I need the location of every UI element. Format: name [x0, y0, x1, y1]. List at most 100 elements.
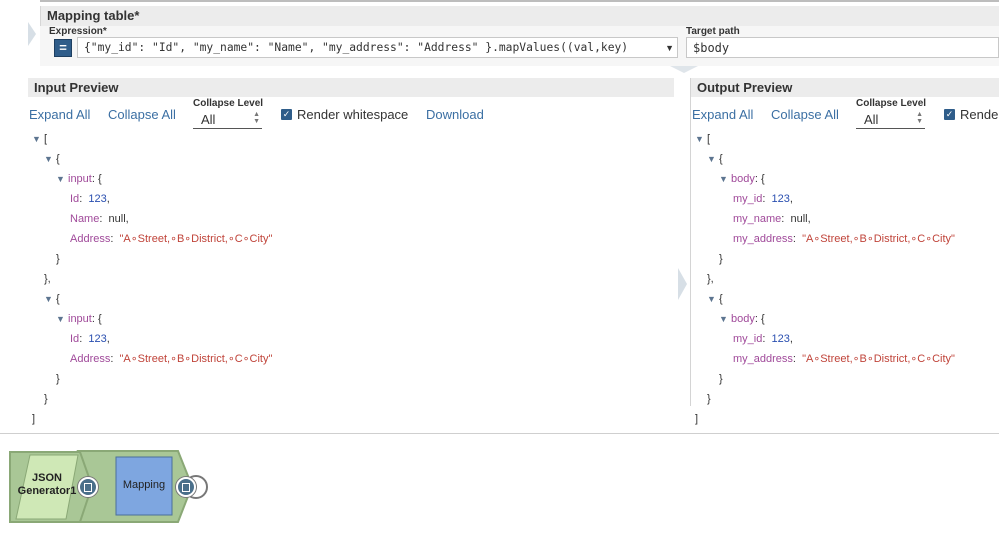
- top-divider: [40, 0, 999, 2]
- object-open: {▼: [44, 150, 60, 168]
- output-preview-title: Output Preview: [697, 80, 793, 95]
- object-close: }: [719, 253, 723, 265]
- json-field: my_id: 123,: [733, 193, 793, 205]
- expression-label: Expression*: [49, 26, 107, 37]
- mapping-snap-icon[interactable]: [115, 456, 173, 516]
- field-key: Id: [70, 333, 80, 345]
- object-close: }: [719, 373, 723, 385]
- output-expand-all-link[interactable]: Expand All: [692, 107, 754, 122]
- field-key: my_id: [733, 193, 763, 205]
- snap-settings-panel: Mapping table* Expression* = {"my_id": "…: [0, 0, 999, 434]
- input-preview-header: Input Preview: [28, 78, 674, 97]
- chevron-down-icon[interactable]: ▼: [665, 43, 674, 53]
- json-field: my_address: "A∘Street,∘B∘District,∘C∘Cit…: [733, 353, 955, 365]
- target-path-text: $body: [693, 41, 730, 55]
- expand-toggle-icon[interactable]: ▼: [56, 174, 65, 184]
- output-collapse-level-value: All: [864, 112, 879, 127]
- target-path-input[interactable]: $body: [686, 37, 999, 58]
- array-open: [▼: [32, 130, 47, 148]
- input-preview-title: Input Preview: [34, 80, 119, 95]
- mapping-row: Expression* = {"my_id": "Id", "my_name":…: [40, 26, 999, 66]
- json-field: Name: null,: [70, 213, 129, 225]
- object-open: {▼: [707, 150, 723, 168]
- collapse-right-arrow-icon[interactable]: [678, 268, 687, 300]
- input-expand-all-link[interactable]: Expand All: [29, 107, 91, 122]
- wrapper-key-label: input: [68, 313, 92, 325]
- object-open: {▼: [44, 290, 60, 308]
- json-field: my_address: "A∘Street,∘B∘District,∘C∘Cit…: [733, 233, 955, 245]
- json-field: my_id: 123,: [733, 333, 793, 345]
- json-generator-output-port[interactable]: [78, 477, 98, 497]
- json-generator-label: JSON Generator1: [17, 472, 77, 497]
- record-close: }: [707, 393, 711, 405]
- field-key: my_address: [733, 233, 793, 245]
- field-value: "A∘Street,∘B∘District,∘C∘City": [119, 353, 273, 365]
- record-close: },: [707, 273, 714, 285]
- mapping-snap-label: Mapping: [122, 479, 166, 491]
- object-open: {▼: [707, 290, 723, 308]
- collapse-left-arrow-icon[interactable]: [28, 22, 36, 46]
- expand-toggle-icon[interactable]: ▼: [44, 154, 53, 164]
- field-key: my_id: [733, 333, 763, 345]
- field-key: Id: [70, 193, 80, 205]
- output-collapse-all-link[interactable]: Collapse All: [771, 107, 839, 122]
- field-key: Address: [70, 233, 111, 245]
- output-render-whitespace-checkbox[interactable]: ✓: [944, 109, 955, 120]
- wrapper-key: ▼body: {: [719, 170, 765, 188]
- field-value: 123: [88, 193, 107, 205]
- input-render-whitespace-checkbox[interactable]: ✓: [281, 109, 292, 120]
- field-value: 123: [88, 333, 107, 345]
- input-collapse-level-value: All: [201, 112, 216, 127]
- mapping-table-title: Mapping table*: [47, 8, 140, 23]
- array-close: ]: [32, 413, 36, 425]
- input-download-link[interactable]: Download: [426, 107, 484, 122]
- output-render-whitespace-label: Render: [960, 107, 999, 122]
- pipeline-canvas: JSON Generator1 Mapping: [0, 435, 999, 540]
- json-generator-icon[interactable]: [15, 454, 79, 520]
- json-field: my_name: null,: [733, 213, 811, 225]
- field-key: Address: [70, 353, 111, 365]
- expand-toggle-icon[interactable]: ▼: [44, 294, 53, 304]
- collapse-down-arrow-icon[interactable]: [670, 66, 698, 73]
- wrapper-key-label: body: [731, 173, 755, 185]
- mapping-table-header: Mapping table*: [40, 6, 999, 26]
- target-path-label: Target path: [686, 26, 740, 37]
- field-value: null: [108, 213, 126, 225]
- expand-toggle-icon[interactable]: ▼: [707, 154, 716, 164]
- output-collapse-level-select[interactable]: All ▲▼: [856, 109, 925, 129]
- field-key: my_address: [733, 353, 793, 365]
- input-collapse-all-link[interactable]: Collapse All: [108, 107, 176, 122]
- json-field: Address: "A∘Street,∘B∘District,∘C∘City": [70, 233, 273, 245]
- expression-text: {"my_id": "Id", "my_name": "Name", "my_a…: [84, 41, 629, 54]
- wrapper-key-label: input: [68, 173, 92, 185]
- expression-input[interactable]: {"my_id": "Id", "my_name": "Name", "my_a…: [77, 37, 678, 58]
- array-close: ]: [695, 413, 699, 425]
- wrapper-key: ▼input: {: [56, 310, 102, 328]
- document-icon: [84, 483, 92, 492]
- expand-toggle-icon[interactable]: ▼: [719, 314, 728, 324]
- output-preview-pane: Output Preview Expand All Collapse All C…: [690, 78, 999, 425]
- field-value: "A∘Street,∘B∘District,∘C∘City": [802, 233, 955, 245]
- json-field: Id: 123,: [70, 193, 110, 205]
- output-preview-header: Output Preview: [691, 78, 999, 97]
- field-value: "A∘Street,∘B∘District,∘C∘City": [802, 353, 955, 365]
- expand-toggle-icon[interactable]: ▼: [56, 314, 65, 324]
- expand-toggle-icon[interactable]: ▼: [707, 294, 716, 304]
- field-key: my_name: [733, 213, 782, 225]
- input-collapse-level-label: Collapse Level: [193, 98, 264, 109]
- field-key: Name: [70, 213, 100, 225]
- wrapper-key-label: body: [731, 313, 755, 325]
- array-open: [▼: [695, 130, 710, 148]
- expand-toggle-icon[interactable]: ▼: [719, 174, 728, 184]
- mapping-output-port[interactable]: [176, 477, 196, 497]
- expand-toggle-icon[interactable]: ▼: [32, 134, 41, 144]
- field-value: 123: [771, 333, 790, 345]
- expand-toggle-icon[interactable]: ▼: [695, 134, 704, 144]
- wrapper-key: ▼input: {: [56, 170, 102, 188]
- expression-toggle-button[interactable]: =: [54, 39, 72, 57]
- input-collapse-level-select[interactable]: All ▲▼: [193, 109, 262, 129]
- record-close: },: [44, 273, 51, 285]
- spinner-arrows-icon: ▲▼: [916, 111, 923, 125]
- field-value: null: [790, 213, 808, 225]
